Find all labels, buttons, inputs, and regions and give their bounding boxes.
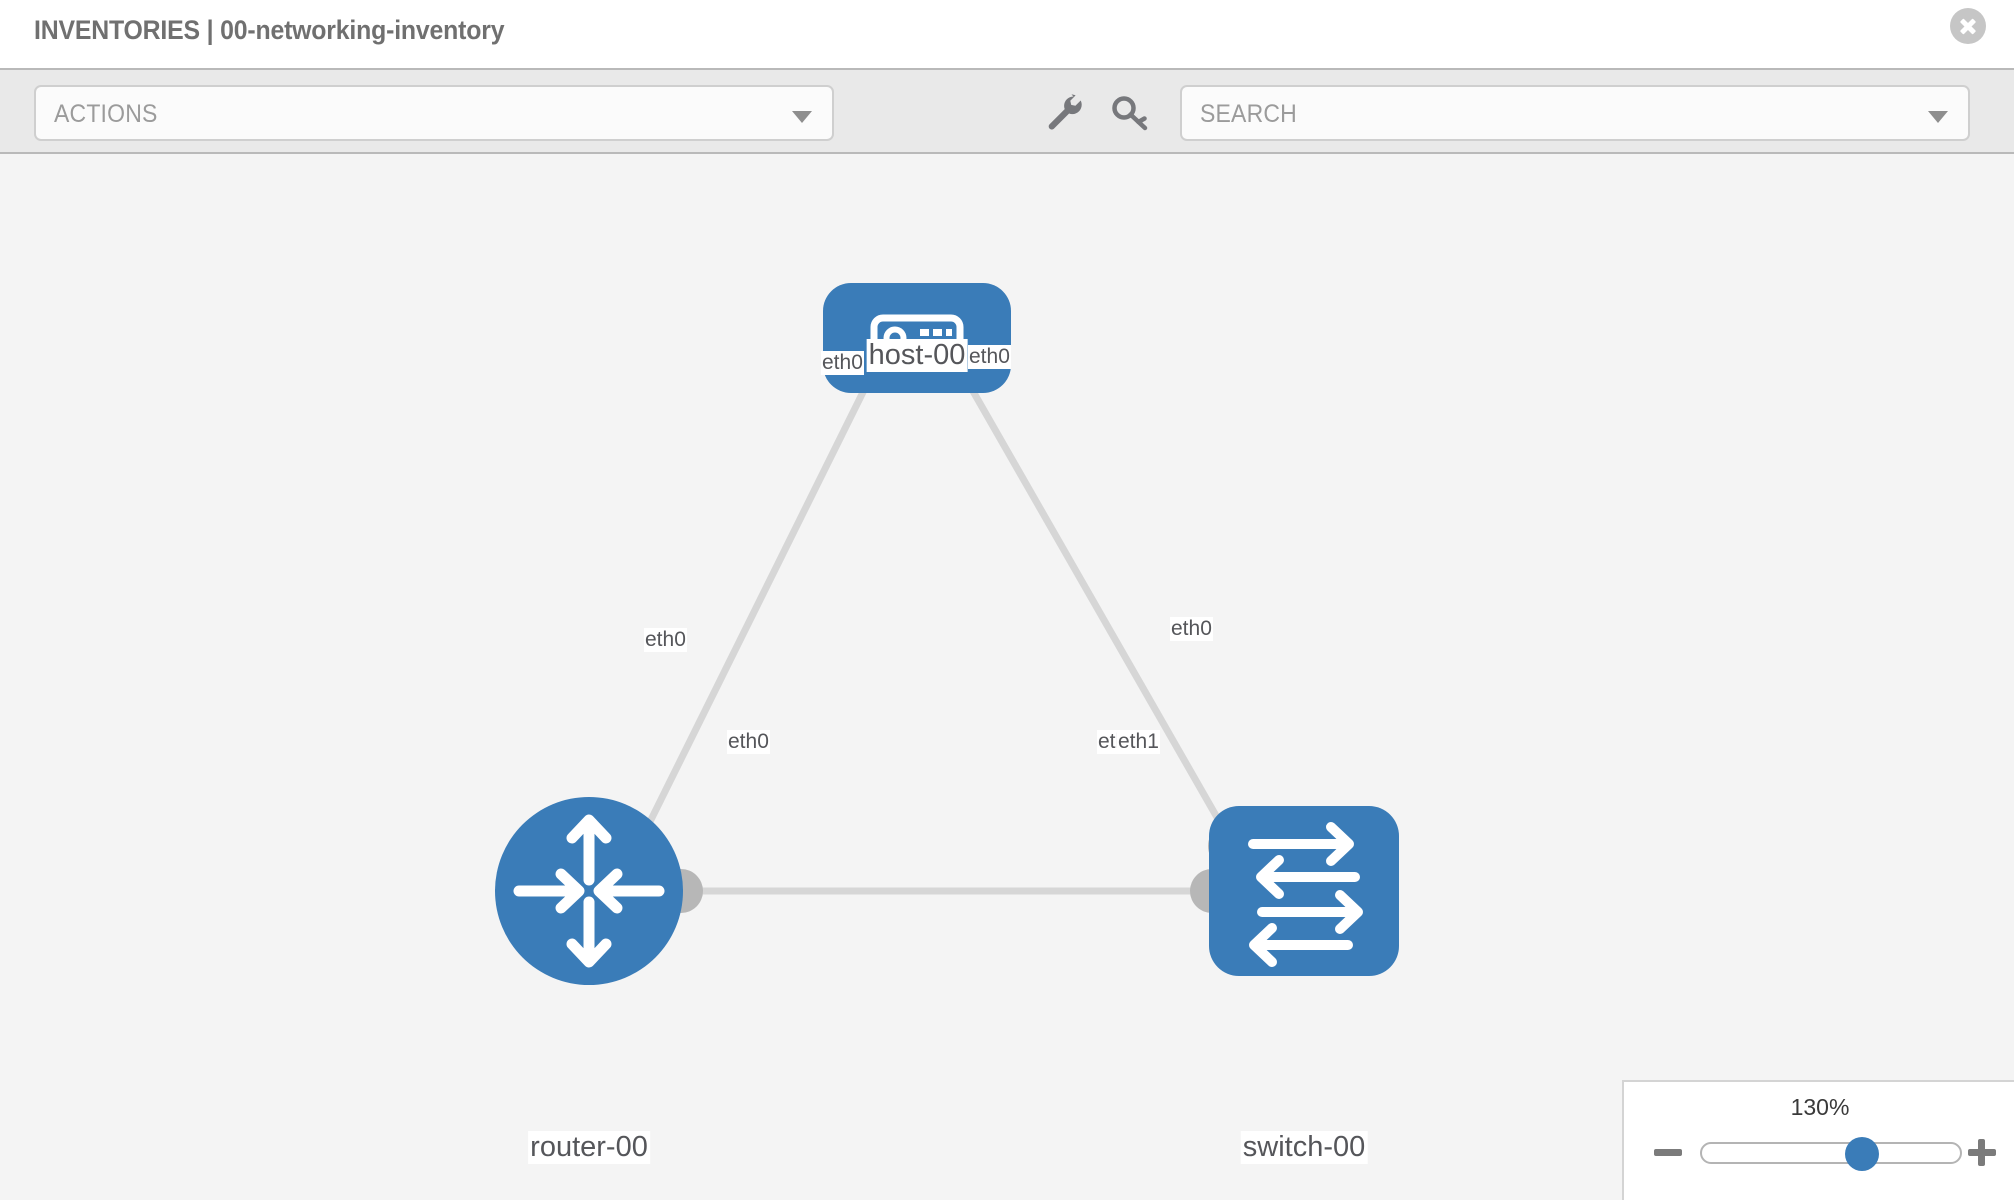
link-host00-router00: [630, 370, 877, 856]
zoom-slider-thumb[interactable]: [1844, 1137, 1879, 1171]
topology-links: [630, 370, 1242, 895]
zoom-slider-row: [1624, 1130, 2014, 1176]
actions-dropdown[interactable]: ACTIONS: [34, 85, 834, 141]
edge-label-switch00-eth1: eth1: [1117, 730, 1160, 754]
node-label-router-00: router-00: [528, 1131, 650, 1164]
chevron-down-icon: [1928, 111, 1948, 123]
zoom-control-panel: 130%: [1622, 1080, 2014, 1200]
search-input-value: SEARCH: [1200, 100, 1297, 128]
node-label-switch-00: switch-00: [1240, 1131, 1368, 1164]
zoom-percent-label: 130%: [1790, 1094, 1850, 1120]
close-icon[interactable]: [1950, 8, 1986, 44]
page-header: INVENTORIES | 00-networking-inventory: [0, 0, 2014, 68]
edge-label-host00-eth0-right: eth0: [968, 345, 1011, 369]
key-icon[interactable]: [1108, 90, 1154, 136]
node-label-host-00: host-00: [866, 339, 968, 372]
actions-dropdown-label: ACTIONS: [54, 100, 158, 128]
wrench-icon[interactable]: [1042, 90, 1088, 136]
edge-label-host00-eth0-left: eth0: [821, 351, 864, 375]
edge-label-switch00-eth0-uplink: eth0: [1170, 617, 1213, 641]
search-input[interactable]: SEARCH: [1180, 85, 1970, 141]
chevron-down-icon: [792, 111, 812, 123]
zoom-slider-track[interactable]: [1700, 1137, 1962, 1171]
node-switch-00: [1209, 806, 1399, 976]
toolbar: ACTIONS SEARCH: [0, 68, 2014, 154]
zoom-in-button[interactable]: [1964, 1134, 2000, 1170]
topology-graph: [495, 283, 1399, 985]
node-host-00: [823, 283, 1011, 393]
topology-canvas[interactable]: host-00 router-00 switch-00 eth0 eth0 et…: [0, 154, 2014, 1200]
node-router-00: [495, 797, 683, 985]
edge-label-router00-eth0-uplink: eth0: [644, 628, 687, 652]
page-title: INVENTORIES | 00-networking-inventory: [34, 15, 505, 45]
switch-arrows-icon: [1248, 822, 1363, 967]
router-arrows-icon: [513, 814, 665, 968]
zoom-out-button[interactable]: [1650, 1134, 1686, 1170]
edge-label-router00-eth0: eth0: [727, 730, 770, 754]
link-host00-switch00: [958, 370, 1242, 856]
